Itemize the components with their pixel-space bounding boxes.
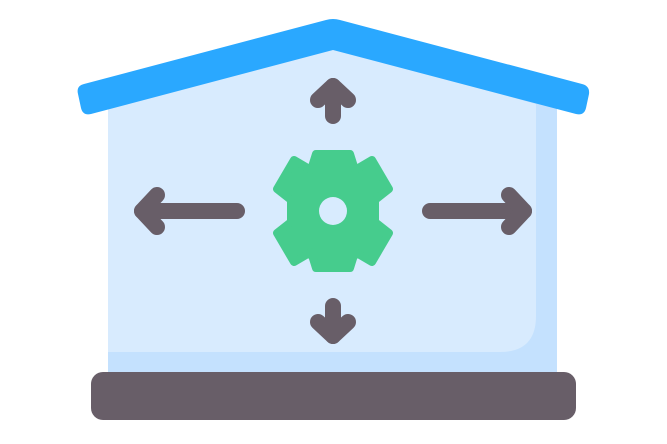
arrow-left-icon — [134, 187, 245, 235]
gear-icon — [273, 150, 393, 272]
arrow-down-icon — [310, 298, 356, 344]
house-roof — [77, 19, 590, 115]
floor-base — [91, 372, 576, 420]
arrow-right-icon — [422, 187, 532, 235]
arrow-up-icon — [310, 78, 356, 124]
gear-hole — [319, 197, 347, 225]
